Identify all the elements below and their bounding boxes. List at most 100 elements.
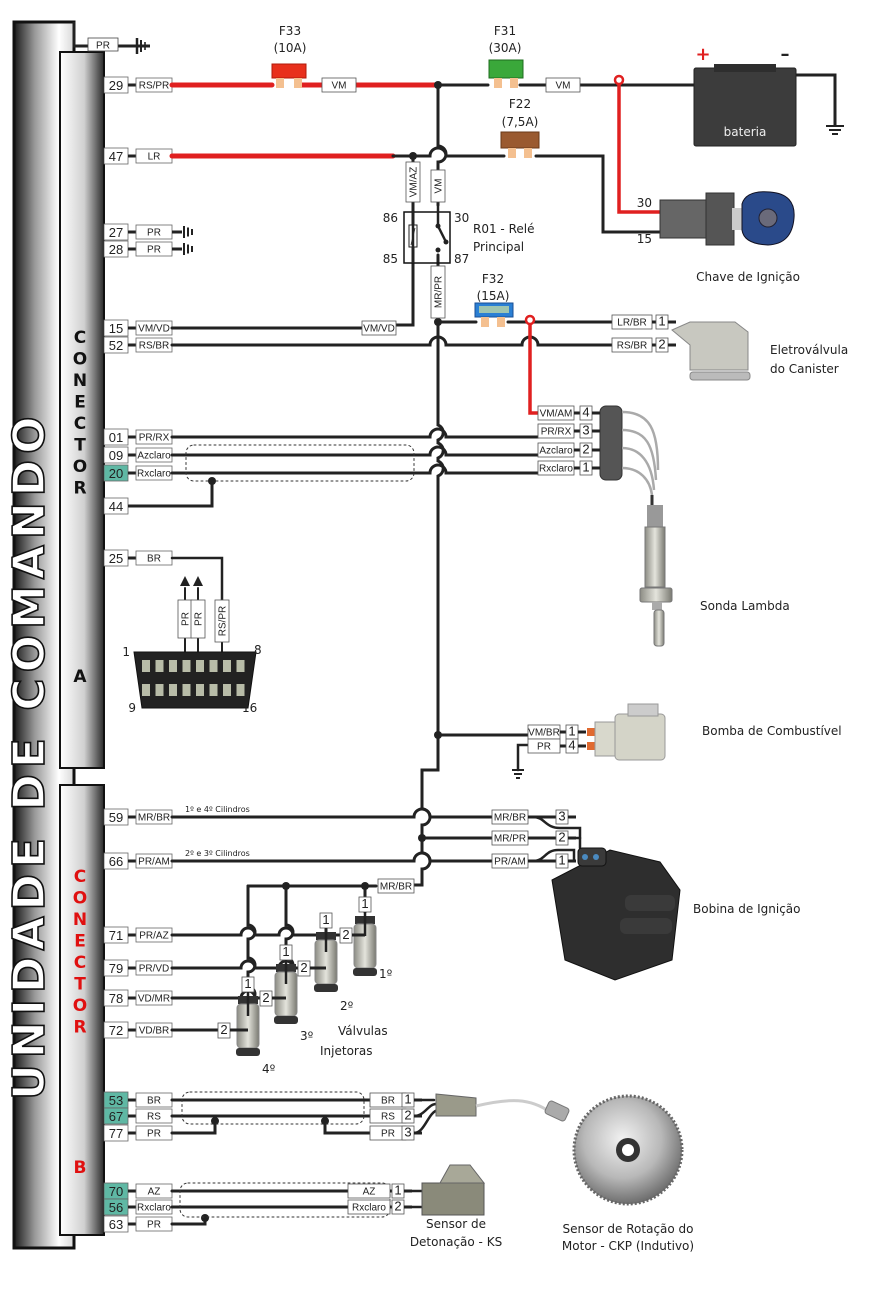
battery-plus: + (695, 44, 710, 65)
ecu-pin-number: 01 (109, 430, 123, 445)
coil-pins-pin: 3 (555, 809, 569, 825)
ckp-pins-pin: 3 (401, 1125, 415, 1141)
coil-pins-wire: MR/BR (491, 809, 529, 825)
tag-inj-common: MR/BR (377, 878, 415, 894)
tag-vm-relay: VM (430, 169, 446, 203)
obd-pin-socket (155, 684, 164, 696)
tag-vm-vd-text: VM/VD (363, 324, 395, 335)
fuse-f31-rating: (30A) (489, 41, 522, 55)
connector-a-char: C (74, 328, 86, 348)
connector-b-letter: B (74, 1158, 87, 1178)
fuse-f22-name: F22 (509, 97, 531, 111)
coil-pins-pin: 2 (555, 830, 569, 846)
ecu-pin-row: 44 (103, 497, 172, 515)
connector-a-body (59, 51, 105, 769)
lambda-pins-pin-text: 1 (582, 460, 589, 475)
injector-pin1: 1 (241, 976, 255, 993)
tag-obd-pr1-text: PR (181, 612, 192, 626)
fuse-f32-rating: (15A) (477, 289, 510, 303)
knock-pins-pin-text: 1 (394, 1183, 401, 1198)
knock-sensor: Sensor de Detonação - KS (410, 1164, 502, 1249)
coil-pins-wire: MR/PR (491, 830, 529, 846)
connector-a-char: E (74, 393, 86, 413)
knock-label-1: Sensor de (426, 1217, 486, 1231)
obd-pin-socket (182, 684, 191, 696)
obd-pin-16: 16 (242, 701, 257, 715)
obd-pin-socket (169, 660, 177, 672)
canister-pins-wire: LR/BR (611, 314, 653, 330)
lambda-pins-wire: VM/AM (537, 405, 575, 421)
lambda-pins-wire-text: VM/AM (540, 409, 573, 420)
lambda-pins-wire-text: PR/RX (541, 427, 572, 438)
ecu-title: UNIDADE DE COMANDO (4, 410, 55, 1100)
canister-pins-wire-text: LR/BR (617, 318, 646, 329)
lambda-pins-wire: Rxclaro (537, 460, 575, 476)
lambda-pins-pin: 4 (579, 405, 593, 421)
injector-pin1: 1 (358, 896, 372, 913)
ecu-pin-number: 71 (109, 928, 123, 943)
ckp-pins-pin: 1 (401, 1092, 415, 1108)
ecu-pin-wire-color: VM/VD (138, 324, 170, 335)
relay-title-1: R01 - Relé (473, 222, 534, 236)
knock-pins-pin: 1 (391, 1183, 405, 1199)
canister-label-1: Eletroválvula (770, 343, 848, 357)
main-relay: 86 85 30 87 R01 - Relé Principal (383, 205, 534, 266)
tag-vm-az: VM/AZ (405, 161, 421, 203)
tag-vm-relay-text: VM (434, 179, 445, 194)
injector-pin2: 2 (217, 1022, 231, 1039)
tag-vm-f33-text: VM (332, 81, 347, 92)
obd-pin-socket (209, 660, 218, 672)
coil-pins-wire: PR/AM (491, 853, 529, 869)
ecu-pin-number: 72 (109, 1023, 123, 1038)
coil-pins-wire-text: MR/BR (494, 813, 526, 824)
ecu-pin-wire-color: PR/RX (139, 433, 170, 444)
tag-mr-pr-text: MR/PR (434, 276, 445, 308)
fuel_pump-pins-wire-text: VM/BR (528, 728, 560, 739)
obd-pin-socket (196, 660, 204, 672)
relay-terminal-30: 30 (454, 211, 469, 225)
fuel-pump: Bomba de Combustível (512, 703, 842, 779)
injector-pin2-text: 2 (220, 1022, 227, 1037)
connector-a-char: C (74, 414, 86, 434)
tag-vm-vd: VM/VD (361, 320, 397, 336)
fuse-f31-name: F31 (494, 24, 516, 38)
ecu-pin-wire-color: MR/BR (138, 813, 170, 824)
connector-a-char: N (73, 371, 87, 391)
ecu-pin-number: 70 (109, 1184, 123, 1199)
ecu-pin-number: 63 (109, 1217, 123, 1232)
ecu-pin-wire-color: PR/AZ (139, 931, 168, 942)
injector-name: 4º (262, 1062, 276, 1076)
tag-obd-pr1: PR (177, 599, 193, 639)
coil-pins-pin-text: 1 (558, 853, 565, 868)
tag-obd-pr2-text: PR (194, 612, 205, 626)
injector-pin2-text: 2 (342, 927, 349, 942)
fuel_pump-pins-pin-text: 4 (568, 738, 575, 753)
knock-label-2: Detonação - KS (410, 1235, 502, 1249)
tag-mr-pr: MR/PR (430, 265, 446, 319)
obd-connector: 1 8 9 16 (122, 576, 262, 715)
injector-pin1-text: 1 (282, 944, 289, 959)
fuse-f33: F33 (10A) (271, 24, 307, 88)
ckp-sensor: Sensor de Rotação do Motor - CKP (Induti… (435, 1093, 694, 1253)
ecu-pin-wire-color: Azclaro (137, 451, 171, 462)
ecu-pin-wire-color: LR (148, 152, 161, 163)
ecu-pin-wire-color: BR (147, 1096, 161, 1107)
coil-pins-pin-text: 2 (558, 830, 565, 845)
canister-pins-pin-text: 2 (658, 337, 665, 352)
lambda-sensor: Sonda Lambda (599, 405, 790, 647)
obd-pin-socket (182, 660, 191, 672)
ecu-ground: PR (72, 22, 150, 54)
